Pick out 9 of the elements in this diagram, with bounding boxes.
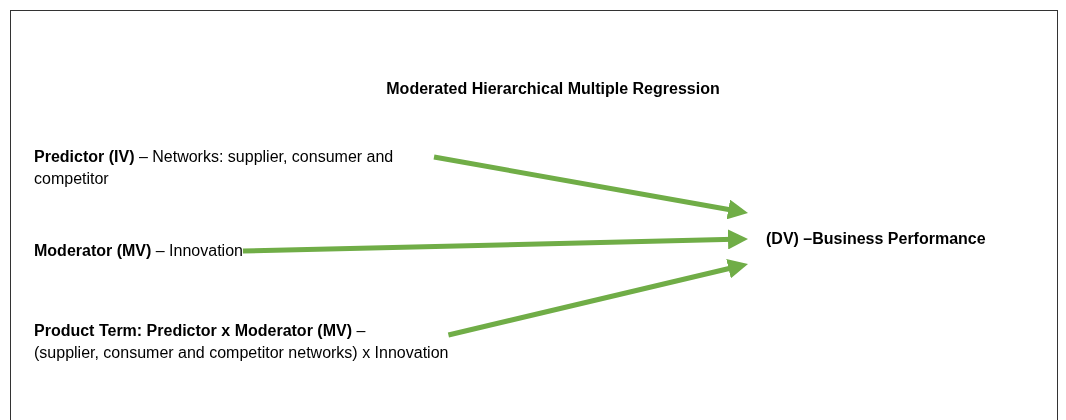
arrow (433, 154, 748, 220)
node-text: Predictor (IV) – Networks: supplier, consumer and competitor (34, 147, 395, 189)
node-text: (DV) –Business Performance (766, 229, 986, 249)
node-text: (supplier, consumer and competitor networks) x Innovation (34, 343, 449, 363)
arrow (242, 229, 748, 254)
node-text: Product Term: Predictor x Moderator (MV) – (34, 321, 366, 341)
diagram-title: Moderated Hierarchical Multiple Regression (385, 79, 721, 99)
node-text: Moderator (MV) – Innovation (34, 241, 243, 261)
arrow (447, 258, 748, 338)
